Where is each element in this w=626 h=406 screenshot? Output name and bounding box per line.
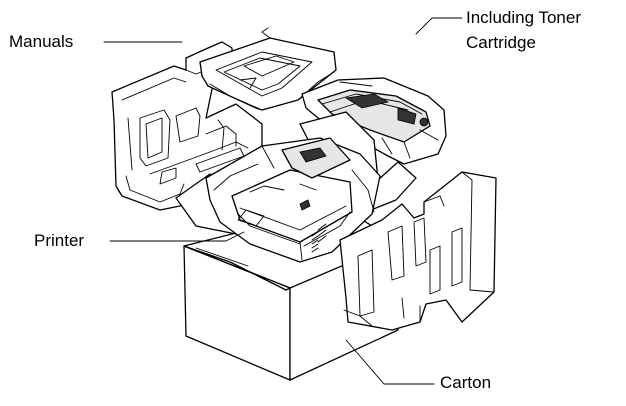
manuals-label: Manuals xyxy=(9,32,73,52)
toner-label-line2: Cartridge xyxy=(466,33,536,53)
printer-label: Printer xyxy=(34,231,84,251)
toner-leader xyxy=(416,18,462,34)
carton-label: Carton xyxy=(440,373,491,393)
toner-label-line1: Including Toner xyxy=(466,8,581,28)
